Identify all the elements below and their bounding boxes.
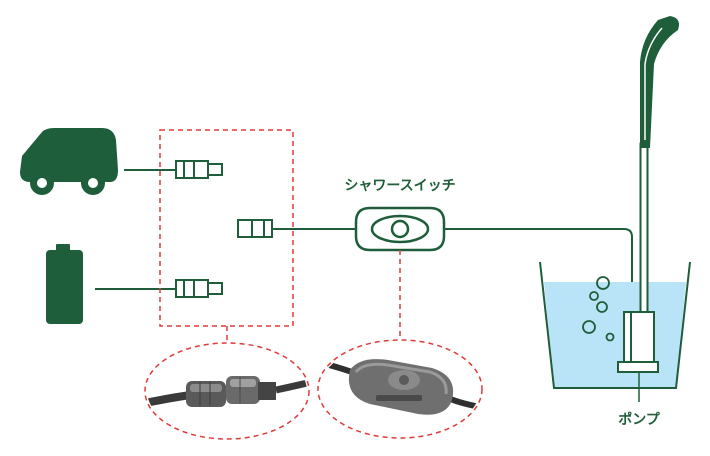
car-icon: [20, 128, 118, 195]
pump-label: ポンプ: [618, 411, 661, 428]
callout-connectors: [226, 250, 401, 343]
shower-switch-label: シャワースイッチ: [344, 178, 455, 194]
plug-detail-bubble: [144, 342, 310, 440]
switch-detail-bubble: [317, 339, 483, 439]
pump-icon: [617, 311, 659, 402]
plug-group-box: [159, 129, 294, 327]
bucket-icon: [539, 261, 691, 389]
plug-photo: [147, 376, 307, 408]
plug-icon: [237, 219, 273, 238]
plug-icon: [175, 279, 223, 298]
shower-head-icon: [639, 16, 679, 317]
plug-icon: [175, 160, 223, 179]
battery-icon: [46, 244, 83, 324]
source-cables: [95, 169, 176, 290]
main-cable: [272, 228, 633, 312]
switch-icon: [354, 206, 446, 252]
